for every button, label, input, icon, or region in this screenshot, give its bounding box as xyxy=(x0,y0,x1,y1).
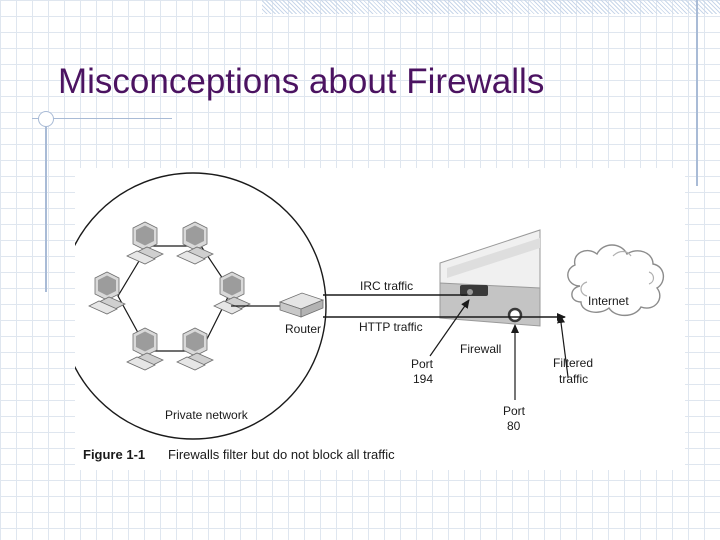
port-80-label-line1: Port xyxy=(503,404,526,418)
private-network-label: Private network xyxy=(165,408,249,422)
internet-cloud-icon xyxy=(567,244,664,317)
slide-title: Misconceptions about Firewalls xyxy=(58,62,545,101)
port-194-label-line2: 194 xyxy=(413,372,433,386)
router-icon xyxy=(278,292,325,318)
firewall-label: Firewall xyxy=(460,342,501,356)
http-traffic-label: HTTP traffic xyxy=(359,320,423,334)
decor-line-right xyxy=(696,0,698,186)
filtered-traffic-label-line2: traffic xyxy=(559,372,588,386)
title-underline xyxy=(32,118,172,119)
filtered-traffic-label-line1: Filtered xyxy=(553,356,593,370)
decor-line-left xyxy=(45,122,47,292)
private-network-boundary xyxy=(75,172,327,440)
figure-caption: Firewalls filter but do not block all tr… xyxy=(168,447,395,462)
figure-firewall-diagram: IRC traffic HTTP traffic Router Firewall… xyxy=(75,168,685,470)
computer-icon xyxy=(176,221,214,265)
top-decor-band xyxy=(262,0,720,14)
title-bullet-icon xyxy=(38,111,54,127)
computer-icon xyxy=(213,271,251,315)
figure-number: Figure 1-1 xyxy=(83,447,145,462)
firewall-diagram-svg: IRC traffic HTTP traffic Router Firewall… xyxy=(75,172,664,462)
computer-icon xyxy=(126,221,164,265)
port-80-label-line2: 80 xyxy=(507,419,521,433)
computer-icon xyxy=(176,327,214,371)
router-label: Router xyxy=(285,322,321,336)
internet-label: Internet xyxy=(588,294,629,308)
irc-traffic-label: IRC traffic xyxy=(360,279,413,293)
firewall-icon xyxy=(439,229,541,327)
computer-icon xyxy=(126,327,164,371)
port-194-label-line1: Port xyxy=(411,357,434,371)
